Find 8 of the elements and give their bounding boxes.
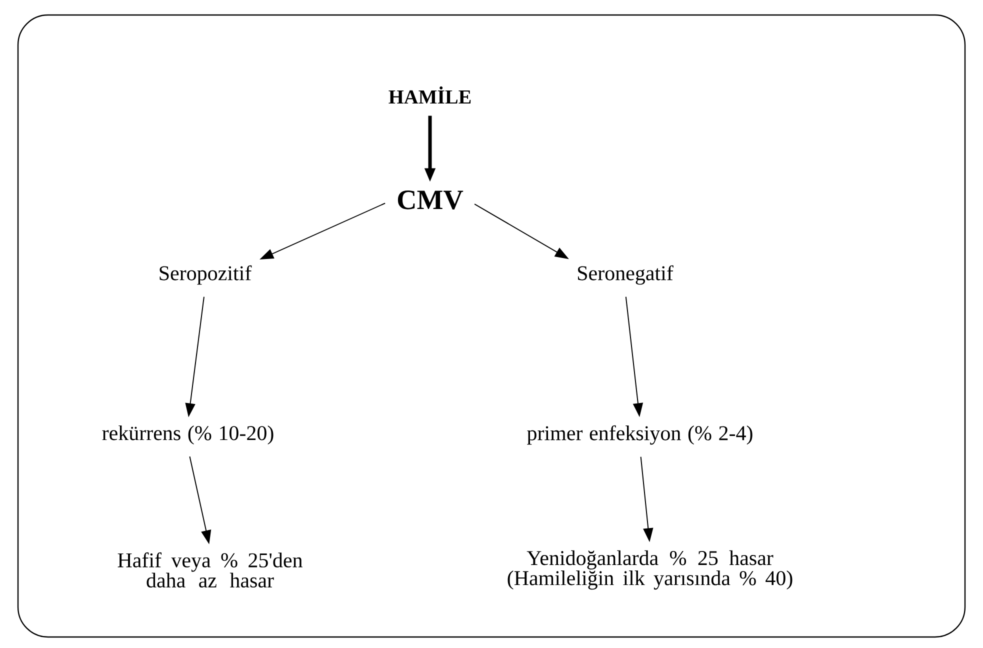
node-text: CMV: [398, 190, 464, 210]
node-text: rekürrens (% 10-20): [102, 425, 274, 444]
node-text: Yenidoğanlarda % 25 hasar (Hamileliğin ilk yarısında % 40): [508, 550, 792, 590]
node-text: Seropozitif: [160, 265, 252, 285]
node-text: primer enfeksiyon (% 2-4): [527, 425, 752, 445]
node-text: HAMİLE: [388, 86, 471, 104]
node-text: Seronegatif: [578, 265, 674, 285]
node-text: Hafif veya % 25'den daha az hasar: [118, 552, 302, 588]
